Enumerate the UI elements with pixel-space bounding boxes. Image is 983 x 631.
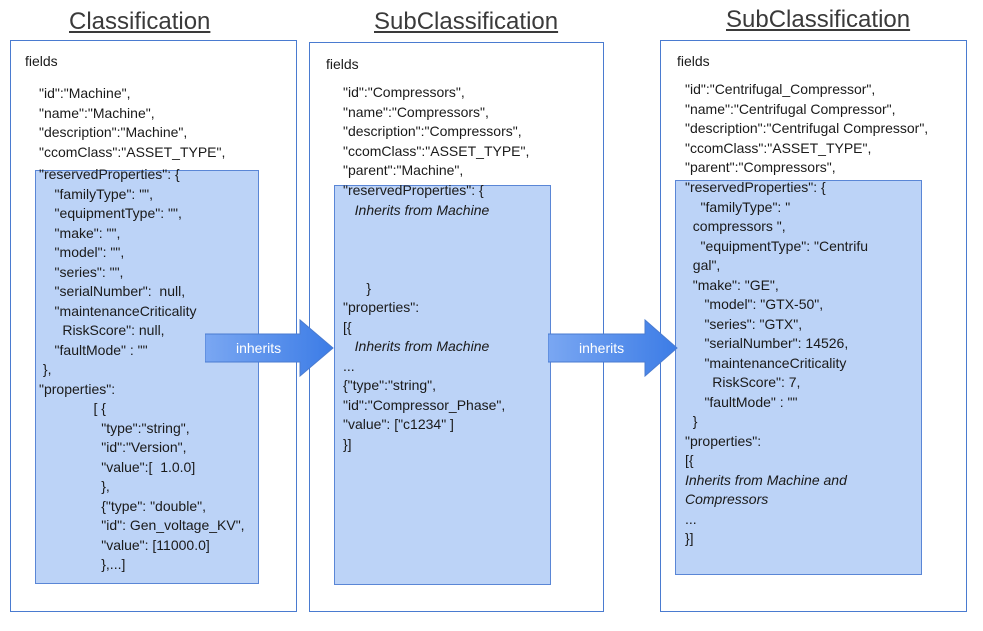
code-line: "name":"Compressors", <box>343 103 489 120</box>
code-line: "faultMode" : "" <box>685 393 798 410</box>
code-line: "familyType": "", <box>39 185 154 202</box>
code-line: {"type": "double", <box>39 497 206 514</box>
code-line: "properties": <box>685 432 762 449</box>
code-line: "equipmentType": "Centrifu <box>685 237 868 254</box>
code-line: "maintenanceCriticality <box>39 302 197 319</box>
subclassification-title-1: SubClassification <box>374 8 559 35</box>
code-line: }, <box>39 361 52 377</box>
code-line: compressors ", <box>685 218 786 234</box>
code-line: RiskScore": 7, <box>685 374 801 390</box>
code-line: "description":"Compressors", <box>343 123 522 139</box>
inherits-label-2: inherits <box>579 340 625 356</box>
inherits-arrow-1 <box>205 318 334 378</box>
code-line: ... <box>343 357 355 374</box>
subclassification-title-2: SubClassification <box>726 6 911 33</box>
code-line: "model": "GTX-50", <box>685 296 824 312</box>
code-line: "parent":"Compressors", <box>685 159 836 175</box>
code-line: }, <box>39 478 110 494</box>
code-line: {"type":"string", <box>343 377 437 393</box>
code-line: "familyType": " <box>685 198 791 215</box>
classification-title: Classification <box>69 8 211 35</box>
code-line: } <box>685 413 698 429</box>
classification-highlight <box>35 170 259 584</box>
code-line: "description":"Centrifugal Compressor", <box>685 120 929 136</box>
code-line: "make": "", <box>39 224 121 241</box>
code-line: "type":"string", <box>39 419 190 436</box>
code-line: "id":"Version", <box>39 439 187 455</box>
code-line: "id":"Compressor_Phase", <box>343 396 506 413</box>
code-line: "series": "GTX", <box>685 315 803 332</box>
code-line: } <box>343 279 372 296</box>
code-line: "maintenanceCriticality <box>685 354 847 371</box>
code-line: Compressors <box>685 491 769 507</box>
inherits-label-1: inherits <box>236 340 282 356</box>
code-line: "id":"Machine", <box>39 85 131 101</box>
fields-label-2: fields <box>326 56 359 72</box>
code-line: "id":"Centrifugal_Compressor", <box>685 81 876 97</box>
fields-label-3: fields <box>677 53 710 69</box>
code-line: "ccomClass":"ASSET_TYPE", <box>39 143 226 160</box>
classification-body-code: "reservedProperties": { "familyType": ""… <box>39 165 245 575</box>
subclassification-highlight-1 <box>334 185 551 585</box>
code-line <box>343 220 505 240</box>
subclassification-header-code-2: "id":"Centrifugal_Compressor", "name":"Ce… <box>685 80 928 178</box>
code-line: "value": ["c1234" ] <box>343 416 454 432</box>
code-line: "reservedProperties": { <box>343 182 484 198</box>
code-line: "description":"Machine", <box>39 124 188 140</box>
code-line: "properties": <box>39 380 116 397</box>
code-line: RiskScore": null, <box>39 322 165 338</box>
code-line: "id":"Compressors", <box>343 84 465 100</box>
code-line <box>343 259 505 279</box>
code-line: }] <box>343 435 352 452</box>
code-line: "name":"Machine", <box>39 104 155 121</box>
code-line: Inherits from Machine <box>343 201 490 218</box>
subclassification-header-code-1: "id":"Compressors", "name":"Compressors",… <box>343 83 529 181</box>
code-line: "value": [11000.0] <box>39 536 210 553</box>
code-line: "series": "", <box>39 263 124 280</box>
code-line: gal", <box>685 257 721 273</box>
code-line: "ccomClass":"ASSET_TYPE", <box>343 142 530 159</box>
subclassification-body-code-1: "reservedProperties": { Inherits from Ma… <box>343 181 505 454</box>
code-line: "value":[ 1.0.0] <box>39 458 196 475</box>
code-line: "make": "GE", <box>685 276 779 293</box>
code-line: [ { <box>39 400 106 416</box>
code-line <box>343 240 505 260</box>
code-line: "equipmentType": "", <box>39 205 182 221</box>
code-line: "reservedProperties": { <box>39 166 180 182</box>
code-line: Inherits from Machine and <box>685 471 847 488</box>
code-line: },...] <box>39 556 126 572</box>
code-line: [{ <box>343 318 352 335</box>
code-line: "serialNumber": null, <box>39 283 186 299</box>
code-line: "reservedProperties": { <box>685 179 826 195</box>
subclassification-highlight-2 <box>675 180 922 575</box>
fields-label-1: fields <box>25 53 58 69</box>
code-line: "ccomClass":"ASSET_TYPE", <box>685 139 872 156</box>
inherits-arrow-2 <box>548 318 678 378</box>
code-line: "properties": <box>343 299 420 315</box>
classification-header-code: "id":"Machine", "name":"Machine", "descrip… <box>39 84 225 162</box>
code-line: Inherits from Machine <box>343 338 490 354</box>
code-line: "faultMode" : "" <box>39 341 148 358</box>
code-line: [{ <box>685 452 694 468</box>
code-line: "serialNumber": 14526, <box>685 335 849 351</box>
code-line: "id": Gen_voltage_KV", <box>39 517 245 533</box>
code-line: "model": "", <box>39 244 125 260</box>
subclassification-body-code-2: "reservedProperties": { "familyType": " … <box>685 178 868 549</box>
code-line: "name":"Centrifugal Compressor", <box>685 100 896 117</box>
code-line: "parent":"Machine", <box>343 162 464 178</box>
code-line: ... <box>685 510 697 527</box>
code-line: }] <box>685 530 694 546</box>
